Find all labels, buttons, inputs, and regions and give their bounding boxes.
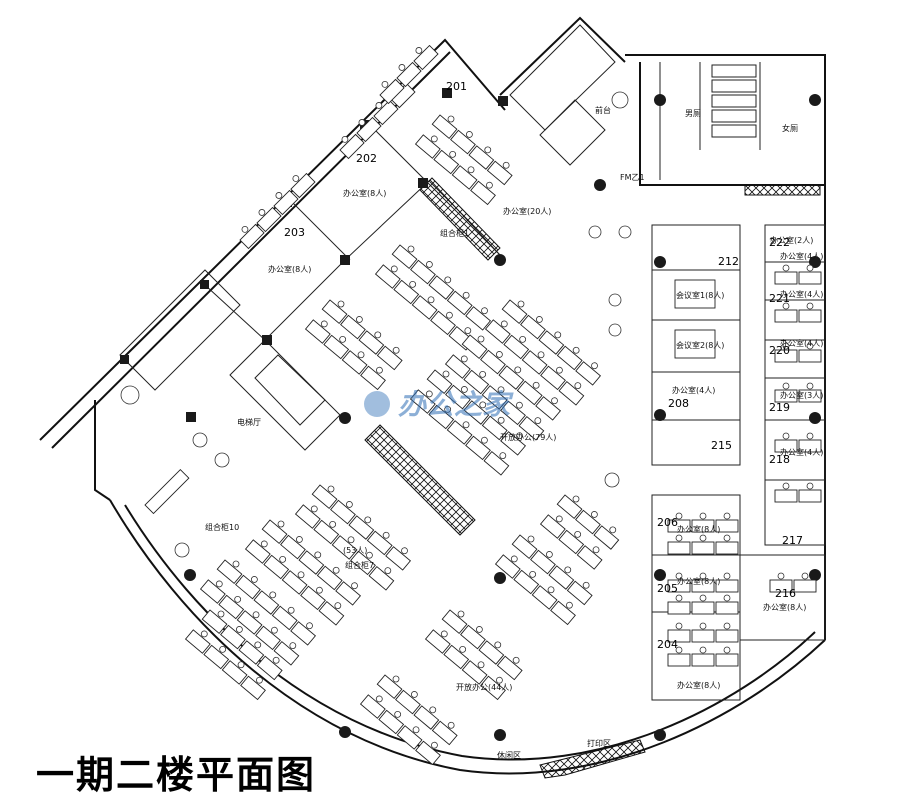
label-office-4d: 办公室(4人): [780, 338, 823, 348]
interior-walls: [119, 24, 826, 701]
label-combo-7: 组合柜7: [345, 560, 374, 570]
room-204: 204: [657, 638, 678, 651]
label-meeting-1: 会议室1(8人): [676, 290, 724, 300]
label-office-8e: 办公室(8人): [677, 680, 720, 690]
room-203: 203: [284, 226, 305, 239]
room-216: 216: [775, 587, 796, 600]
label-office-8d: 办公室(8人): [677, 576, 720, 586]
area-labels: 办公室(20人) 办公室(8人) 办公室(8人) 办公室(8人) 办公室(8人)…: [205, 105, 823, 760]
label-female-wc: 女厕: [782, 123, 798, 133]
room-212: 212: [718, 255, 739, 268]
room-205: 205: [657, 582, 678, 595]
label-office-8f: 办公室(8人): [763, 602, 806, 612]
label-office-4c: 办公室(4人): [780, 289, 823, 299]
label-office-2: 办公室(2人): [770, 235, 813, 245]
label-office-4e: 办公室(4人): [780, 447, 823, 457]
room-202: 202: [356, 152, 377, 165]
label-office-8b: 办公室(8人): [268, 264, 311, 274]
label-office-4a: 办公室(4人): [672, 385, 715, 395]
label-fire-door: FM乙1: [620, 173, 645, 182]
label-meeting-2: 会议室2(8人): [676, 340, 724, 350]
room-219: 219: [769, 401, 790, 414]
room-220: 220: [769, 344, 790, 357]
label-combo-1: 组合柜1: [440, 228, 469, 238]
label-office-3: 办公室(3人): [780, 390, 823, 400]
room-201: 201: [446, 80, 467, 93]
hatched-partitions: [364, 177, 821, 779]
label-front: 前台: [595, 105, 611, 115]
label-male-wc: 男厕: [685, 109, 701, 118]
watermark: 办公之家: [364, 388, 514, 421]
label-office-4b: 办公室(4人): [780, 251, 823, 261]
label-rest: 休闲区: [497, 750, 521, 760]
plan-title: 一期二楼平面图: [36, 753, 317, 797]
room-218: 218: [769, 453, 790, 466]
label-combo-10: 组合柜10: [205, 522, 239, 532]
room-215: 215: [711, 439, 732, 452]
label-open-53: (53人): [343, 546, 367, 555]
label-office-20: 办公室(20人): [503, 206, 551, 216]
label-office-8a: 办公室(8人): [343, 188, 386, 198]
label-elevator: 电梯厅: [237, 417, 261, 427]
desk-clusters: [120, 40, 822, 765]
room-208: 208: [668, 397, 689, 410]
room-numbers: 201 202 203 204 205 206 208 212 215 216 …: [284, 80, 803, 651]
watermark-text: 办公之家: [398, 388, 514, 421]
label-open-44: 开放办公(44人): [456, 682, 512, 692]
room-206: 206: [657, 516, 678, 529]
label-open-79: 开放办公(79人): [500, 432, 556, 442]
room-222: 222: [769, 236, 790, 249]
room-217: 217: [782, 534, 803, 547]
label-print: 打印区: [587, 738, 611, 748]
room-221: 221: [769, 292, 790, 305]
label-office-8c: 办公室(8人): [677, 524, 720, 534]
